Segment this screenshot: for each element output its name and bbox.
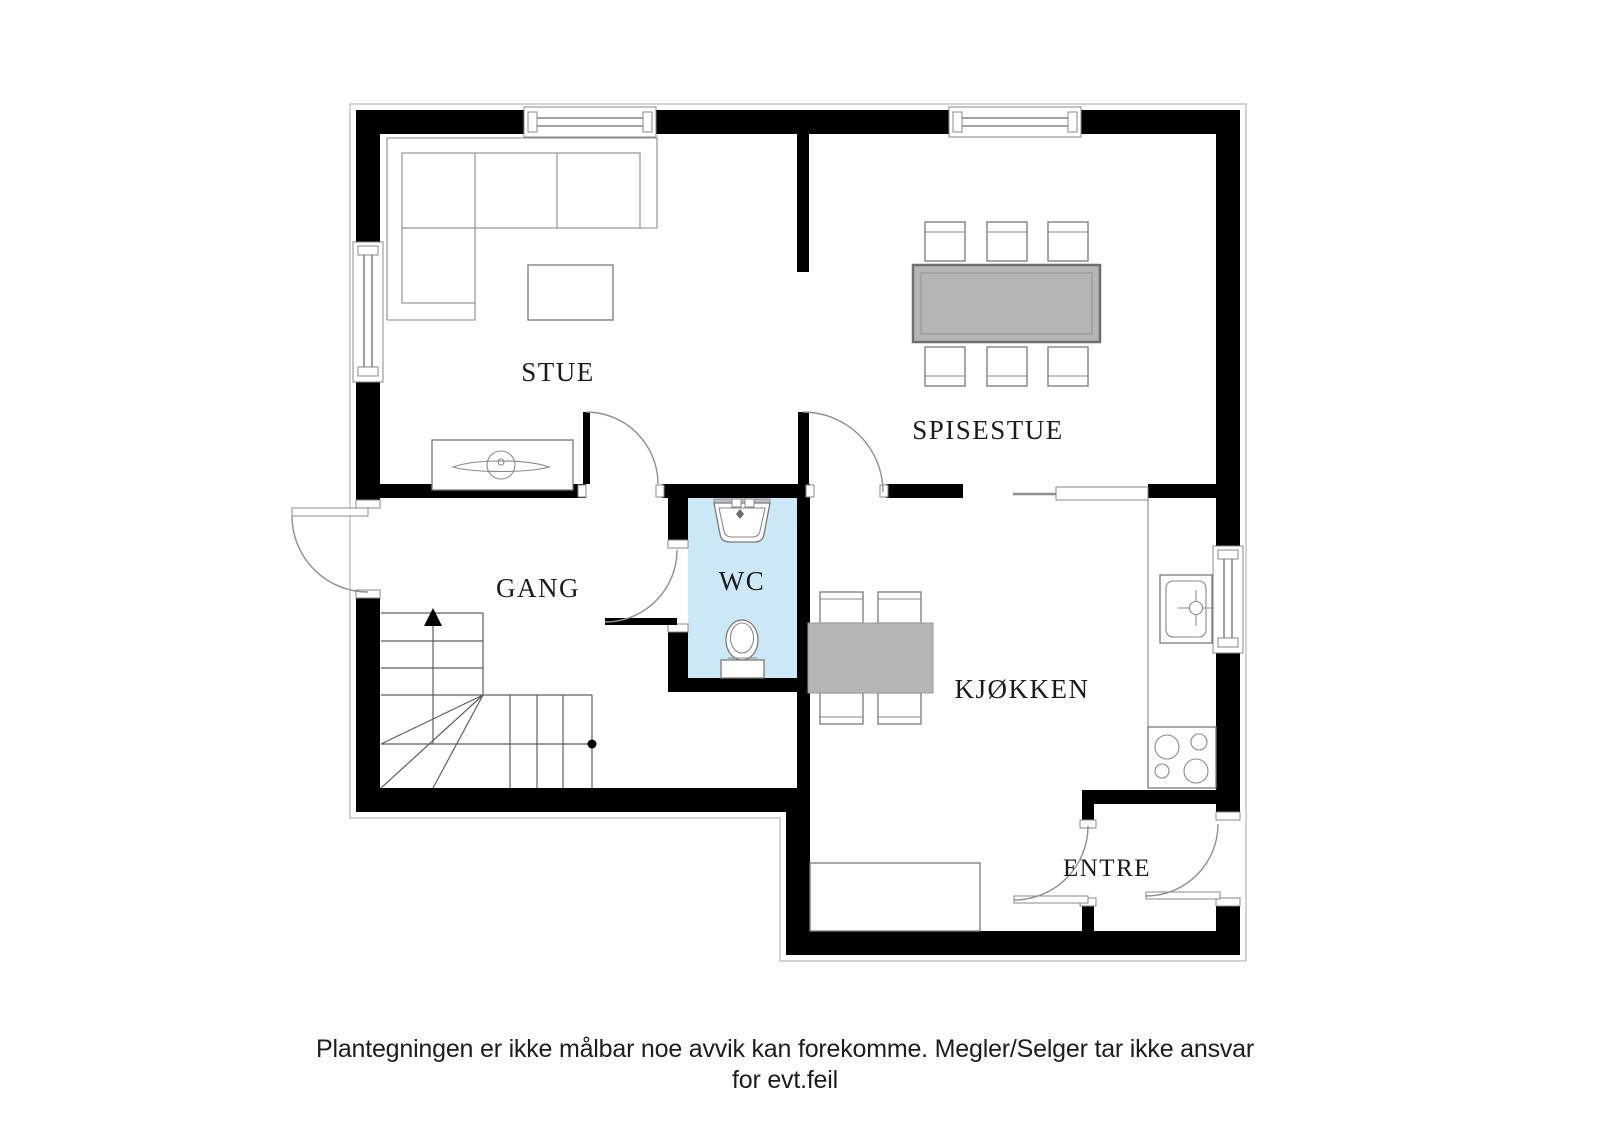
disclaimer-line1: Plantegningen er ikke målbar noe avvik k… [316, 1035, 1254, 1063]
wall-segment [652, 110, 953, 134]
chair-icon [924, 221, 1089, 387]
sofa-icon [386, 137, 658, 321]
window-icon [948, 106, 1082, 138]
room-label-gang: GANG [496, 573, 580, 603]
wall-segment [797, 484, 810, 788]
dining-table-icon [911, 263, 1102, 344]
wall-segment [797, 134, 809, 272]
kitchen-table-icon [807, 591, 934, 725]
room-label-entre: ENTRE [1063, 855, 1151, 882]
sliding-door-icon [1013, 486, 1149, 501]
wall-segment [886, 484, 963, 498]
wall-segment [668, 624, 688, 678]
window-icon [523, 106, 657, 138]
wall-segment [1082, 790, 1240, 804]
fireplace-icon [431, 439, 574, 491]
walls [356, 110, 1240, 955]
wall-segment [356, 110, 380, 246]
stove-icon [1147, 726, 1217, 789]
wall-segment [356, 598, 380, 812]
stairs-up-arrow-icon [424, 608, 442, 626]
wall-segment [1077, 110, 1240, 134]
door-icon [1013, 819, 1097, 907]
wall-segment [1148, 484, 1216, 498]
window-icon [1212, 545, 1244, 654]
disclaimer-line2: for evt.feil [732, 1066, 838, 1094]
window-icon [352, 241, 384, 383]
coffee-table-icon [527, 264, 614, 321]
wall-segment [356, 110, 528, 134]
wall-segment [786, 931, 1240, 955]
door-icon [798, 411, 889, 498]
door-icon [291, 499, 381, 599]
stairs-icon [380, 608, 597, 789]
kitchen-sink-icon [1159, 574, 1214, 644]
wall-segment [668, 678, 810, 692]
room-label-kjokken: KJØKKEN [955, 674, 1090, 704]
wall-segment [356, 378, 380, 508]
room-label-stue: STUE [521, 357, 595, 387]
wc-sink-icon [713, 498, 771, 543]
room-label-wc: WC [719, 566, 766, 596]
exterior-outline [349, 103, 1247, 962]
stairs-end-dot-icon [587, 739, 597, 749]
sideboard-icon [809, 862, 981, 932]
wall-segment [356, 788, 807, 812]
door-icon [1145, 811, 1241, 907]
door-icon [577, 411, 665, 498]
wall-segment [668, 498, 688, 548]
toilet-icon [720, 619, 765, 679]
room-label-spisestue: SPISESTUE [912, 415, 1064, 445]
wall-segment [1216, 110, 1240, 550]
wall-segment [786, 788, 810, 955]
wall-segment [662, 484, 810, 498]
door-icon [604, 539, 689, 633]
